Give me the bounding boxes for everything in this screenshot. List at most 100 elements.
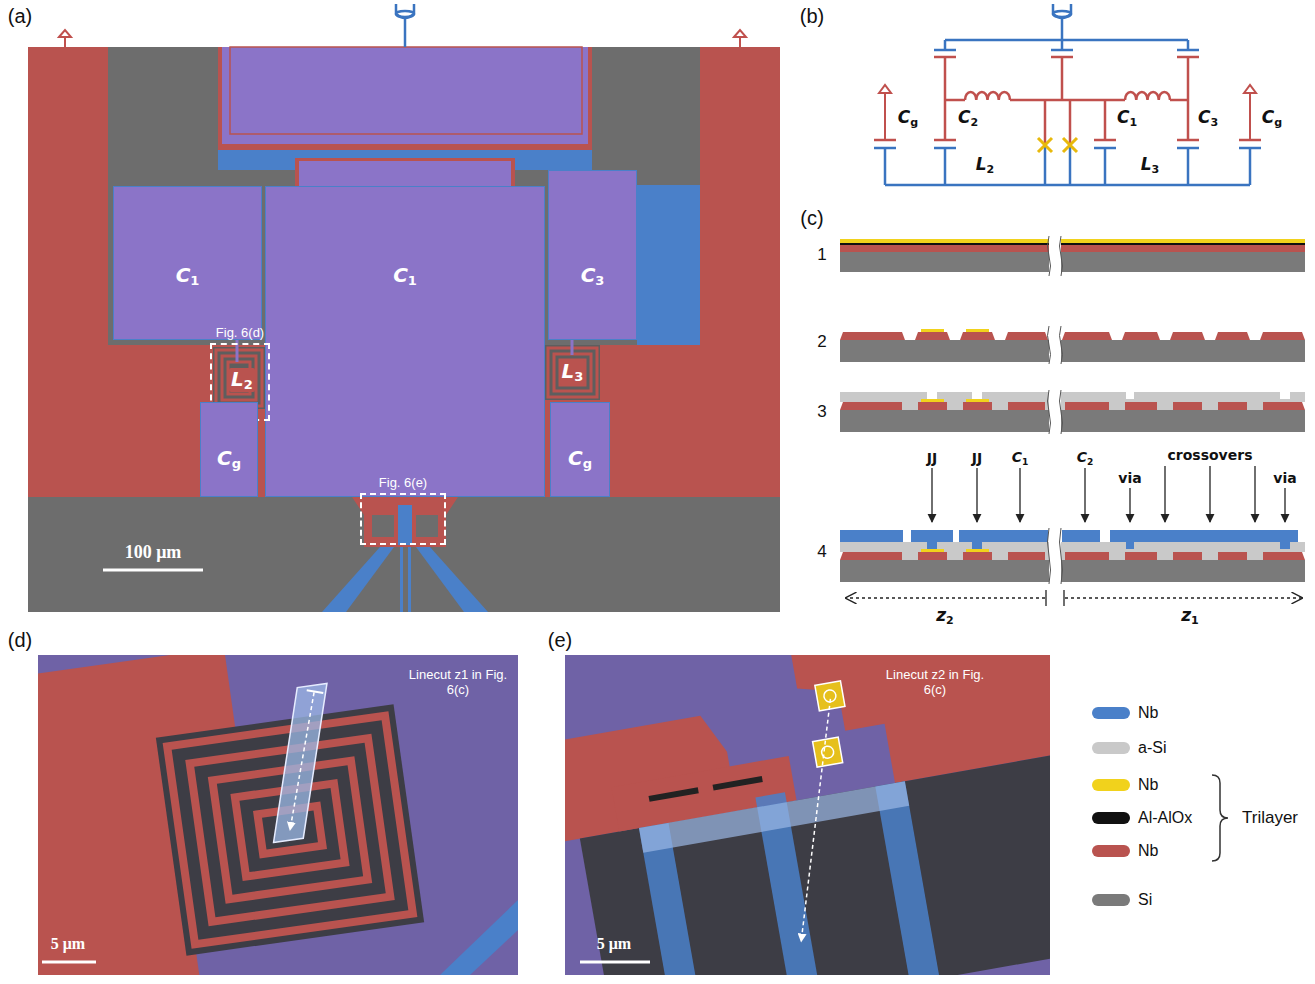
process-cross-section-part — [1260, 332, 1305, 340]
circuit-schematic-part-part — [1053, 4, 1071, 18]
process-cross-section-part — [1164, 466, 1165, 522]
linecut-axis-label: z1 — [1181, 605, 1199, 627]
process-cross-section-part — [1110, 530, 1298, 542]
circuit-schematic-part-part — [1051, 49, 1073, 52]
feature-label: via — [1118, 470, 1141, 486]
process-cross-section-part — [1062, 530, 1100, 542]
circuit-schematic-part-part — [934, 49, 956, 52]
sem-junction-pair-part — [565, 655, 1050, 975]
zoom-region-box: Fig. 6(e) — [360, 493, 446, 545]
process-cross-section-part — [1060, 236, 1063, 276]
process-cross-section-part — [1049, 326, 1061, 364]
capacitor-pad: Cg — [200, 402, 258, 497]
legend-text: a-Si — [1138, 738, 1166, 758]
linecut-axis-label: z2 — [936, 605, 954, 627]
spiral-inductor: L3 — [545, 345, 600, 400]
circuit-schematic-part-part — [879, 85, 891, 140]
legend-swatch — [1092, 742, 1130, 754]
process-cross-section-part — [1048, 528, 1051, 584]
circuit-schematic-part-part — [1177, 139, 1199, 142]
sem-junction-pair — [565, 655, 1050, 975]
circuit-schematic-part-part — [965, 92, 1010, 100]
scale-bar-label: 5 μm — [597, 935, 631, 953]
feature-label: crossovers — [1168, 447, 1253, 463]
panel-label: (c) — [800, 207, 823, 230]
process-cross-section-part — [1157, 400, 1173, 410]
process-cross-section-part — [1260, 552, 1305, 560]
circuit-schematic-part-part — [1104, 148, 1107, 185]
process-cross-section-part — [976, 468, 977, 522]
legend-swatch — [1092, 812, 1130, 824]
process-cross-section-part — [947, 400, 963, 410]
step-number: 3 — [817, 402, 826, 422]
process-cross-section-part — [840, 340, 1305, 362]
chip-micrograph-part — [637, 185, 700, 345]
sem-spiral-inductor-part — [440, 900, 518, 975]
circuit-schematic-part-part — [1044, 100, 1047, 145]
process-cross-section-part — [1084, 468, 1085, 522]
sem-junction-pair-part-part — [761, 699, 872, 942]
component-label: C1 — [1117, 107, 1137, 129]
legend-swatch — [1092, 845, 1130, 857]
feature-label: C2 — [1077, 449, 1094, 466]
circuit-schematic-part-part — [944, 148, 947, 185]
chip-micrograph-part — [408, 547, 411, 612]
capacitor-pad: C1 — [265, 186, 545, 497]
process-cross-section-part — [840, 239, 1305, 243]
chip-micrograph-part — [548, 348, 597, 397]
process-cross-section-part — [840, 243, 1305, 245]
circuit-schematic-part-part — [1061, 57, 1064, 100]
feature-label: C1 — [1012, 449, 1029, 466]
circuit-schematic-part-part — [1239, 139, 1261, 142]
scale-bar-label: 5 μm — [51, 935, 85, 953]
process-cross-section-part — [921, 399, 944, 402]
circuit-schematic-part-part — [1125, 92, 1170, 100]
chip-micrograph-part — [222, 356, 256, 400]
process-cross-section-part — [1109, 550, 1125, 560]
process-cross-section-part — [1122, 402, 1160, 410]
sem-junction-pair-part-part — [580, 752, 1050, 975]
circuit-schematic-part-part — [1069, 145, 1072, 185]
circuit-schematic-part-part — [1187, 40, 1190, 50]
linecut-note: Linecut z1 in Fig. 6(c) — [403, 667, 513, 697]
process-cross-section-part — [1062, 552, 1112, 560]
circuit-schematic — [874, 4, 1261, 185]
chip-micrograph — [28, 47, 780, 612]
port-symbol-part — [396, 11, 414, 17]
sem-junction-pair-part-part — [875, 781, 939, 975]
circuit-schematic-part — [874, 4, 1261, 185]
process-cross-section-part — [959, 530, 1048, 542]
legend-text: Al-AlOx — [1138, 808, 1192, 828]
circuit-schematic-part-part — [1053, 11, 1071, 17]
circuit-schematic-part-part — [1069, 100, 1072, 145]
process-cross-section-part — [1247, 550, 1263, 560]
component-label: L3 — [560, 360, 586, 385]
process-cross-section-part — [1280, 392, 1290, 399]
ground-symbol-part — [59, 30, 71, 47]
chip-micrograph-part — [216, 350, 262, 406]
circuit-schematic-part-part — [1170, 99, 1188, 102]
sem-spiral-inductor-part-part — [253, 683, 348, 842]
chip-micrograph-part — [230, 47, 582, 134]
process-cross-section-part — [840, 410, 1305, 432]
sem-junction-pair-part-part — [813, 737, 843, 767]
process-cross-section-part — [1049, 390, 1061, 434]
process-cross-section-part — [1062, 332, 1112, 340]
chip-micrograph-part — [400, 547, 403, 612]
circuit-schematic-part — [874, 57, 1261, 145]
capacitor-pad: C3 — [548, 170, 637, 340]
circuit-schematic-part-part — [884, 148, 887, 185]
panel-label: (b) — [800, 5, 824, 28]
process-cross-section-part — [927, 542, 937, 549]
component-label: C2 — [958, 107, 978, 129]
circuit-schematic-part-part — [1063, 138, 1077, 152]
process-cross-section-part — [902, 550, 918, 560]
process-cross-section-part — [840, 332, 905, 340]
circuit-schematic-part-part — [1177, 49, 1199, 52]
ground-symbol — [59, 30, 746, 47]
legend-swatch — [1092, 779, 1130, 791]
capacitor-pad: Cg — [550, 402, 610, 497]
group-label: Trilayer — [1242, 808, 1298, 828]
chip-micrograph-part — [554, 354, 591, 391]
